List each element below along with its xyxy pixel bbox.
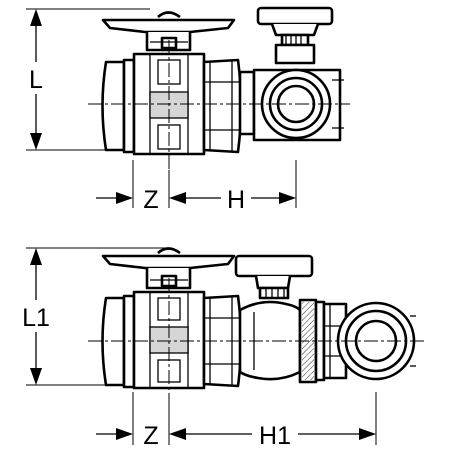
three-way-fitting-top (252, 6, 344, 142)
bottom-diagram: L1 (16, 247, 425, 450)
dimension-label-l1: L1 (22, 304, 50, 332)
top-diagram: L (22, 6, 350, 214)
dimension-h: H (186, 160, 297, 214)
dimension-h1: H1 (186, 392, 377, 450)
dimension-label-l: L (29, 66, 43, 94)
stop-valve-bottom (234, 254, 348, 384)
dimension-z-top: Z (96, 160, 186, 214)
dimension-z-bottom: Z (96, 392, 186, 450)
dimension-label-z-top: Z (143, 186, 158, 214)
ball-valve-body-bottom (101, 290, 243, 390)
dimension-label-z-bottom: Z (143, 422, 158, 450)
dimension-l: L (22, 8, 150, 151)
dimension-label-h1: H1 (259, 422, 291, 450)
butterfly-handle-bottom (101, 247, 236, 290)
dimension-l1: L1 (16, 247, 170, 386)
dimension-label-h: H (227, 186, 245, 214)
